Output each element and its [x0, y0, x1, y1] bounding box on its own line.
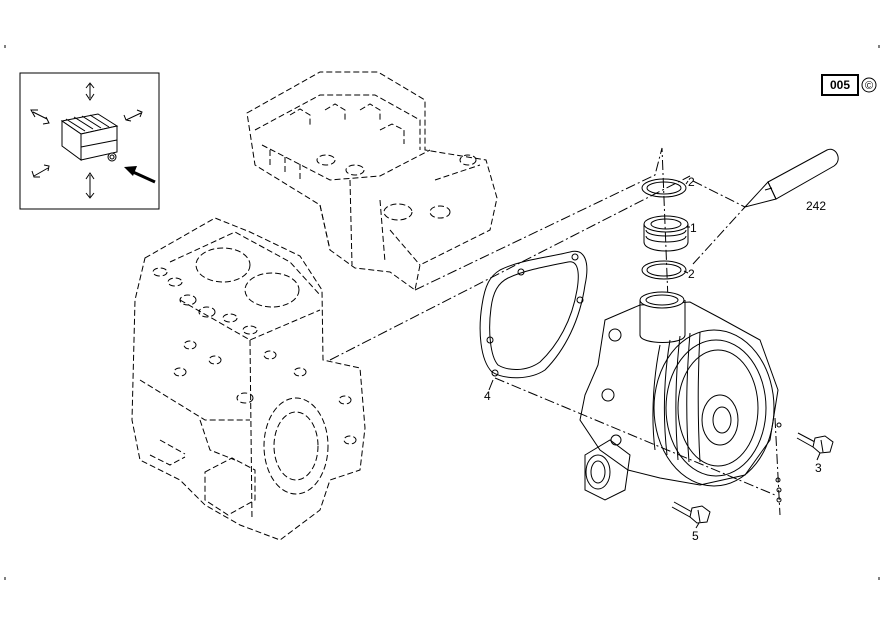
water-pump-assembly — [579, 291, 779, 501]
leader-lines — [488, 180, 821, 529]
engine-orientation-icon — [60, 113, 119, 162]
bolt-part-3 — [796, 432, 834, 454]
seal-part-1 — [643, 215, 689, 252]
callout-5: 5 — [692, 529, 699, 543]
callout-3: 3 — [815, 461, 822, 475]
orientation-inset — [19, 72, 160, 210]
callout-2-upper: 2 — [688, 175, 695, 189]
callout-2-lower: 2 — [688, 267, 695, 281]
view-direction-arrow-icon — [124, 166, 156, 184]
page-code-badge: 005 © — [821, 74, 877, 96]
page-code: 005 — [830, 78, 850, 92]
callout-242: 242 — [806, 199, 826, 213]
seal-ring-part-2-upper — [641, 178, 687, 198]
direction-arrows — [30, 82, 143, 199]
bolt-hole-markers — [775, 422, 782, 503]
callout-1: 1 — [690, 221, 697, 235]
copyright-icon: © — [865, 80, 873, 92]
assembly-axis-lines — [329, 147, 781, 516]
callout-4: 4 — [484, 389, 491, 403]
gasket-part-4 — [479, 250, 588, 379]
cylinder-head-outline — [246, 71, 498, 291]
cylinder-block-outline — [131, 217, 366, 541]
sealant-tube-part-242 — [743, 148, 839, 208]
crop-marks — [4, 45, 880, 580]
bolt-part-5 — [671, 501, 711, 524]
seal-ring-part-2-lower — [641, 260, 687, 280]
callout-labels: 2 1 2 242 4 3 5 — [484, 175, 826, 543]
